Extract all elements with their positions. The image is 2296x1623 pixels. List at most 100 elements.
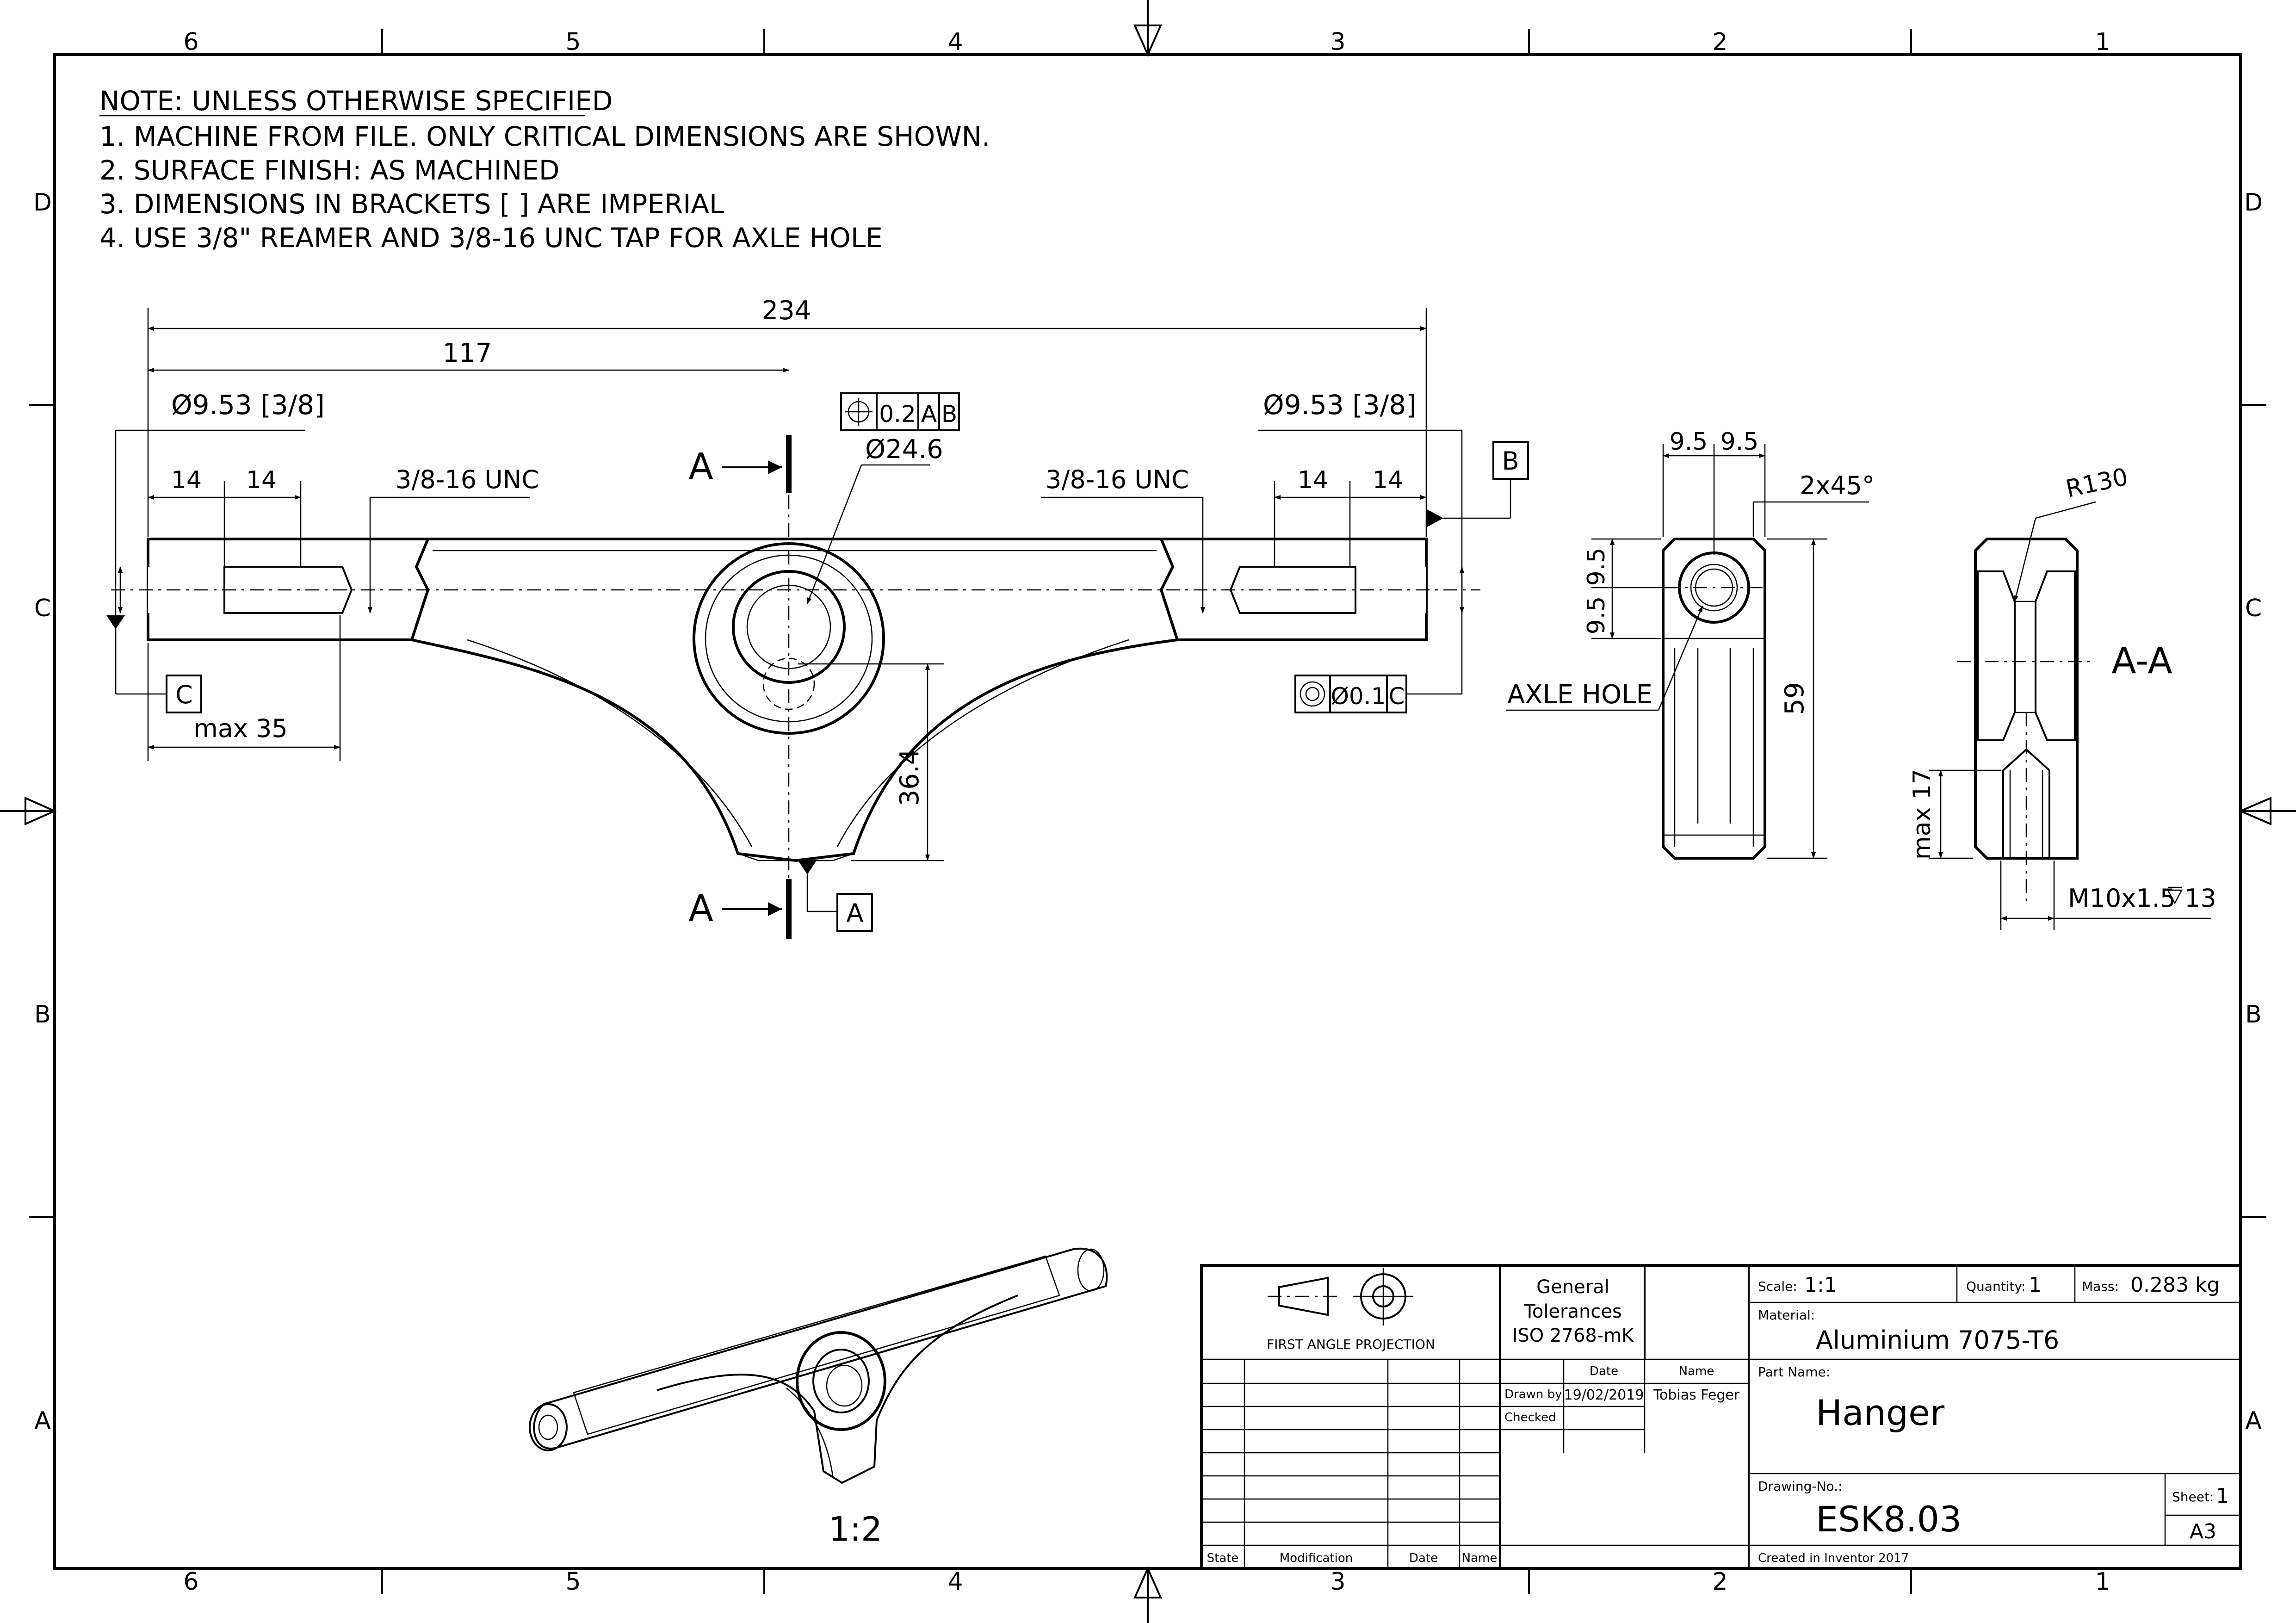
datum-a-box: A <box>847 898 864 928</box>
zone-row-d-left: D <box>33 189 52 217</box>
note-item-1: 1. MACHINE FROM FILE. ONLY CRITICAL DIME… <box>99 121 990 152</box>
section-cut-label-top: A <box>688 446 713 488</box>
notes-heading: NOTE: UNLESS OTHERWISE SPECIFIED <box>99 85 613 117</box>
section-thread-depth: 13 <box>2185 884 2216 913</box>
side-dim-9-5-left-b: 9.5 <box>1583 596 1610 635</box>
zone-col-6-bottom: 6 <box>183 1568 198 1596</box>
section-label-a-a: A-A <box>2111 640 2172 682</box>
tb-part-name-label: Part Name: <box>1758 1364 1830 1380</box>
position-datum-b: B <box>941 401 957 427</box>
axle-hole-label: AXLE HOLE <box>1507 680 1652 710</box>
isometric-view: 1:2 <box>529 1247 1108 1549</box>
tb-material-value: Aluminium 7075-T6 <box>1816 1326 2059 1355</box>
dim-14-left-b: 14 <box>246 466 277 494</box>
dim-height-36-4: 36.4 <box>895 749 925 806</box>
zone-col-2-bottom: 2 <box>1712 1568 1727 1596</box>
tb-sheet-value: 1 <box>2216 1484 2229 1508</box>
side-dim-9-5-top-a: 9.5 <box>1670 428 1708 456</box>
center-bore-dia: Ø24.6 <box>865 434 943 465</box>
side-dim-59: 59 <box>1780 682 1810 715</box>
note-item-2: 2. SURFACE FINISH: AS MACHINED <box>99 155 560 186</box>
zone-row-a-left: A <box>34 1407 51 1435</box>
tb-scale-label: Scale: <box>1758 1279 1797 1294</box>
tb-scale-value: 1:1 <box>1804 1273 1837 1297</box>
general-tolerances-line3: ISO 2768-mK <box>1512 1325 1635 1346</box>
concentricity-datum: C <box>1389 683 1405 710</box>
hole-dia-left: Ø9.53 [3/8] <box>171 389 325 421</box>
tb-created-in: Created in Inventor 2017 <box>1758 1551 1909 1565</box>
zone-col-3-top: 3 <box>1330 28 1345 56</box>
dim-overall-length: 234 <box>762 296 811 326</box>
section-thread-callout: M10x1.5 <box>2068 884 2176 913</box>
projection-label: FIRST ANGLE PROJECTION <box>1267 1337 1435 1352</box>
section-cut-label-bottom: A <box>688 888 713 929</box>
tb-rev-name: Name <box>1462 1551 1498 1565</box>
tb-mass-label: Mass: <box>2082 1279 2119 1294</box>
tb-part-name-value: Hanger <box>1816 1392 1945 1433</box>
zone-col-1-bottom: 1 <box>2095 1568 2110 1596</box>
dim-14-right-a: 14 <box>1298 466 1328 494</box>
hole-dia-right: Ø9.53 [3/8] <box>1263 389 1417 421</box>
tb-drawn-name: Tobias Feger <box>1653 1387 1740 1403</box>
tb-format: A3 <box>2190 1520 2216 1543</box>
tb-modification: Modification <box>1280 1551 1353 1565</box>
note-item-4: 4. USE 3/8" REAMER AND 3/8-16 UNC TAP FO… <box>99 222 883 254</box>
zone-col-4-bottom: 4 <box>947 1568 963 1596</box>
tb-drawing-no-label: Drawing-No.: <box>1758 1479 1842 1494</box>
tb-sheet-label: Sheet: <box>2172 1489 2214 1505</box>
zone-col-6-top: 6 <box>183 28 198 56</box>
zone-row-b-right: B <box>2245 1001 2262 1028</box>
zone-row-c-left: C <box>34 595 51 622</box>
side-dim-9-5-top-b: 9.5 <box>1720 428 1759 456</box>
side-view: 9.5 9.5 2x45° 9.5 9.5 59 AXLE HOLE <box>1506 428 1875 860</box>
zone-row-a-right: A <box>2245 1407 2262 1435</box>
zone-col-4-top: 4 <box>947 28 963 56</box>
tb-mass-value: 0.283 kg <box>2130 1273 2220 1297</box>
iso-view-scale: 1:2 <box>829 1510 882 1549</box>
tap-callout-left: 3/8-16 UNC <box>396 465 539 494</box>
dim-half-length: 117 <box>443 338 492 368</box>
zone-col-3-bottom: 3 <box>1330 1568 1345 1596</box>
note-item-3: 3. DIMENSIONS IN BRACKETS [ ] ARE IMPERI… <box>99 188 724 220</box>
chamfer-callout: 2x45° <box>1800 471 1875 500</box>
general-notes: NOTE: UNLESS OTHERWISE SPECIFIED 1. MACH… <box>99 85 990 254</box>
tb-col-date: Date <box>1590 1364 1618 1378</box>
dim-14-right-b: 14 <box>1373 466 1403 494</box>
datum-c-box: C <box>175 680 193 709</box>
tb-drawn-date: 19/02/2019 <box>1564 1387 1644 1403</box>
tb-material-label: Material: <box>1758 1307 1815 1323</box>
datum-b-box: B <box>1502 446 1519 476</box>
tb-col-name: Name <box>1679 1364 1714 1378</box>
position-tolerance: 0.2 <box>879 401 916 427</box>
section-dim-max-17: max 17 <box>1908 769 1936 860</box>
zone-col-5-bottom: 5 <box>565 1568 581 1596</box>
general-tolerances-line2: Tolerances <box>1523 1301 1622 1322</box>
tb-drawing-no-value: ESK8.03 <box>1816 1499 1962 1540</box>
zone-labels: 6 5 4 3 2 1 6 5 4 3 2 1 D C B A D C B A <box>33 28 2263 1596</box>
dim-max-35: max 35 <box>193 714 288 743</box>
zone-row-c-right: C <box>2245 595 2262 622</box>
zone-col-1-top: 1 <box>2095 28 2110 56</box>
tb-drawn-by: Drawn by <box>1504 1388 1562 1401</box>
dim-14-left-a: 14 <box>171 466 202 494</box>
section-a-a-view: A-A R130 max 17 M10x1.5 13 <box>1908 463 2216 930</box>
tb-quantity-label: Quantity: <box>1966 1279 2025 1294</box>
zone-row-b-left: B <box>34 1001 51 1028</box>
position-datum-a: A <box>921 401 937 427</box>
general-tolerances-line1: General <box>1536 1276 1609 1298</box>
zone-row-d-right: D <box>2244 189 2263 217</box>
tb-state: State <box>1207 1551 1239 1565</box>
tb-checked: Checked <box>1504 1411 1556 1425</box>
zone-col-5-top: 5 <box>565 28 581 56</box>
section-radius: R130 <box>2063 463 2130 503</box>
tb-quantity-value: 1 <box>2029 1273 2042 1297</box>
title-block: FIRST ANGLE PROJECTION General Tolerance… <box>1200 1264 2242 1570</box>
tb-rev-date: Date <box>1409 1551 1438 1565</box>
concentricity-tolerance: Ø0.1 <box>1331 683 1386 710</box>
front-view: A A 234 117 Ø9.53 [3/8] 14 14 3/8-16 UNC… <box>106 296 1529 939</box>
tap-callout-right: 3/8-16 UNC <box>1046 465 1189 494</box>
zone-col-2-top: 2 <box>1712 28 1727 56</box>
side-dim-9-5-left-a: 9.5 <box>1583 548 1610 586</box>
